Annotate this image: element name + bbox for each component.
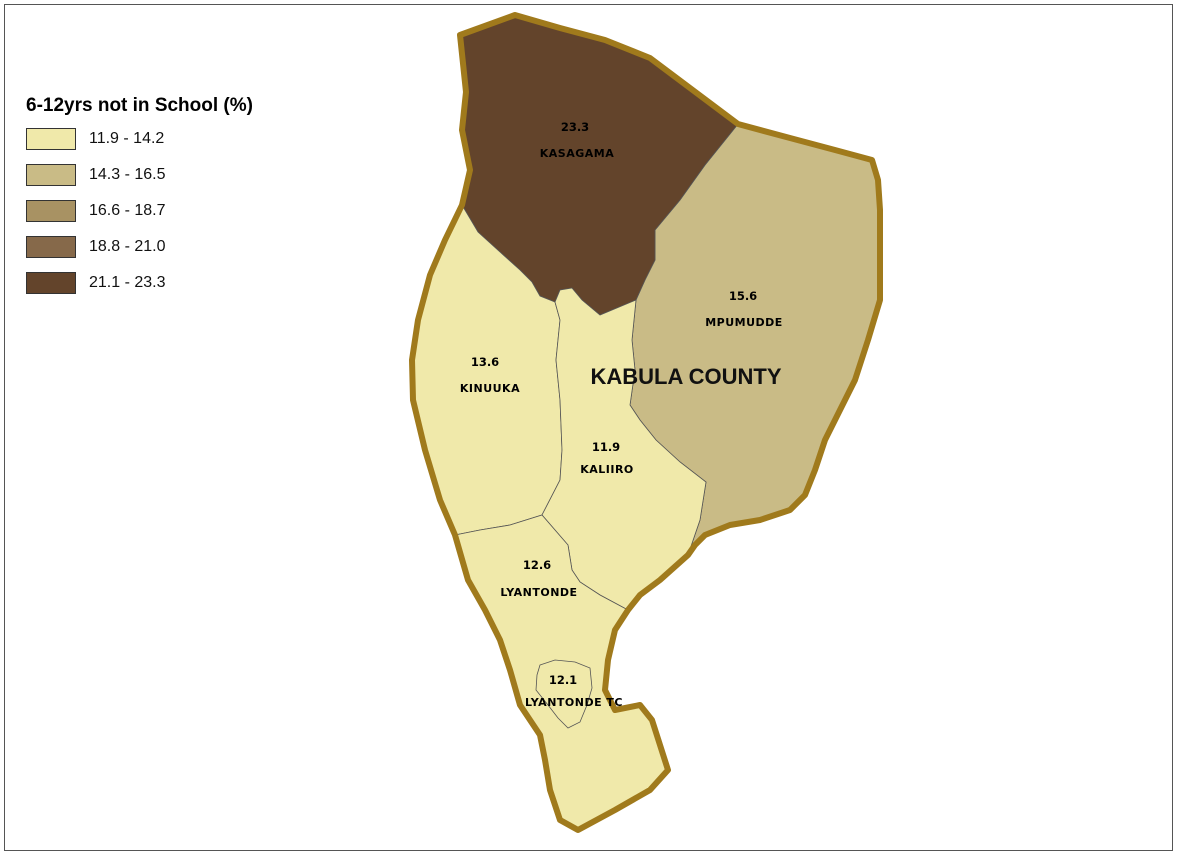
legend-swatch <box>26 164 76 186</box>
map-frame <box>4 4 1173 851</box>
label-kinuuka: KINUUKA <box>460 382 520 395</box>
label-kaliiro: KALIIRO <box>580 463 634 476</box>
legend-swatch <box>26 128 76 150</box>
legend-item-5: 21.1 - 23.3 <box>26 271 253 295</box>
value-lyantonde-tc: 12.1 <box>549 673 577 687</box>
label-lyantonde: LYANTONDE <box>500 586 577 599</box>
legend: 6-12yrs not in School (%) 11.9 - 14.2 14… <box>26 95 253 307</box>
value-mpumudde: 15.6 <box>729 289 757 303</box>
legend-swatch <box>26 236 76 258</box>
value-kasagama: 23.3 <box>561 120 589 134</box>
value-kaliiro: 11.9 <box>592 440 620 454</box>
legend-title: 6-12yrs not in School (%) <box>26 95 253 116</box>
region-lyantonde-tc[interactable] <box>535 659 593 729</box>
label-lyantonde-tc: LYANTONDE TC <box>525 696 623 709</box>
legend-item-3: 16.6 - 18.7 <box>26 199 253 223</box>
legend-label: 14.3 - 16.5 <box>89 166 166 183</box>
legend-item-4: 18.8 - 21.0 <box>26 235 253 259</box>
legend-item-1: 11.9 - 14.2 <box>26 127 253 151</box>
legend-label: 18.8 - 21.0 <box>89 238 166 255</box>
legend-label: 11.9 - 14.2 <box>89 130 165 147</box>
label-kasagama: KASAGAMA <box>540 147 614 160</box>
legend-label: 21.1 - 23.3 <box>89 274 166 291</box>
legend-swatch <box>26 200 76 222</box>
legend-item-2: 14.3 - 16.5 <box>26 163 253 187</box>
label-mpumudde: MPUMUDDE <box>705 316 783 329</box>
legend-swatch <box>26 272 76 294</box>
county-border <box>409 12 883 833</box>
value-kinuuka: 13.6 <box>471 355 499 369</box>
legend-label: 16.6 - 18.7 <box>89 202 166 219</box>
county-label: KABULA COUNTY <box>590 364 781 389</box>
value-lyantonde: 12.6 <box>523 558 551 572</box>
